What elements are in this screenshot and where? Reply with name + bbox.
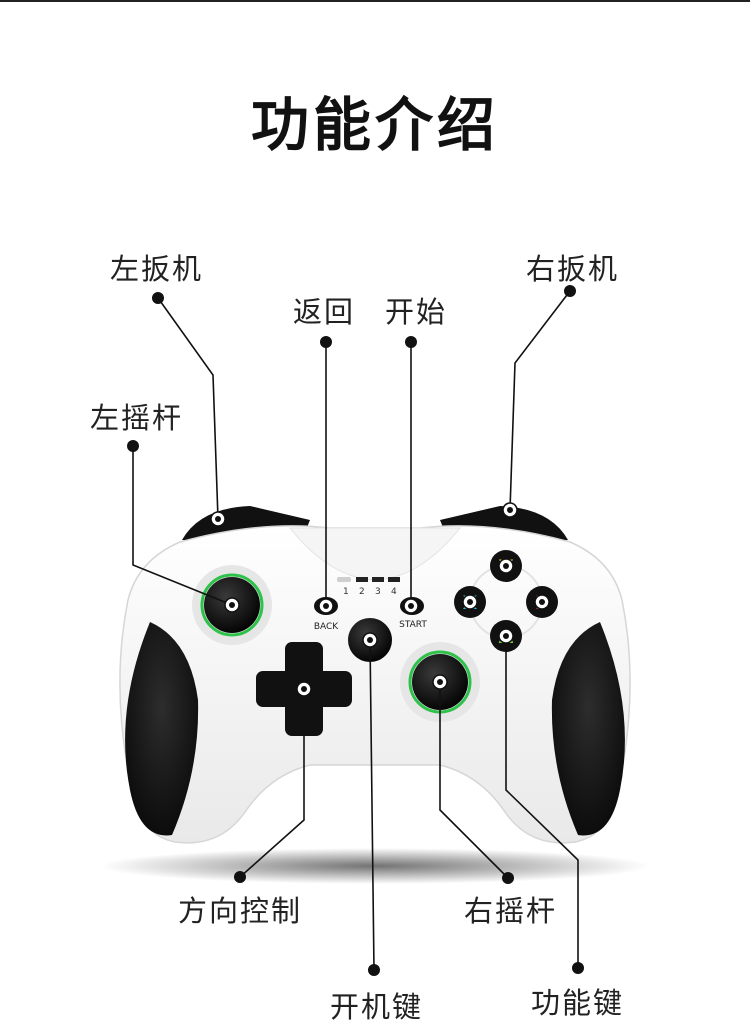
start-button-label: START <box>399 620 427 630</box>
anchor-dot <box>572 962 584 974</box>
target-marker <box>296 681 312 697</box>
anchor-dot <box>152 292 164 304</box>
target-marker <box>403 598 419 614</box>
page-title: 功能介绍 <box>250 91 499 159</box>
target-marker <box>498 628 514 644</box>
label-start: 开始 <box>385 295 448 329</box>
left-grip <box>125 622 199 836</box>
leader-dpad <box>239 689 305 878</box>
led-indicator <box>356 577 368 582</box>
leader-lines <box>132 290 579 971</box>
anchor-dot <box>234 871 246 883</box>
label-left-trigger: 左扳机 <box>110 252 204 286</box>
label-right-stick: 右摇杆 <box>464 894 558 928</box>
led-number: 2 <box>359 587 365 597</box>
controller-shadow <box>100 848 650 884</box>
leader-right-stick <box>439 682 509 879</box>
led-number: 3 <box>375 587 381 597</box>
label-power: 开机键 <box>330 990 424 1024</box>
label-dpad: 方向控制 <box>178 894 303 928</box>
target-marker <box>362 632 378 648</box>
leader-right-trigger <box>509 290 571 511</box>
leader-left-trigger <box>157 297 219 520</box>
back-button-label: BACK <box>314 622 339 632</box>
leader-left-stick <box>132 446 233 606</box>
target-marker <box>502 502 518 518</box>
anchor-dot <box>502 872 514 884</box>
label-left-stick: 左摇杆 <box>90 401 184 435</box>
led-indicator <box>372 577 384 582</box>
right-grip <box>551 622 625 836</box>
target-marker <box>210 511 226 527</box>
anchor-dot <box>405 336 417 348</box>
label-back: 返回 <box>293 295 356 329</box>
target-marker <box>462 594 478 610</box>
label-right-trigger: 右扳机 <box>526 252 620 286</box>
target-marker <box>432 674 448 690</box>
anchor-dot <box>564 285 576 297</box>
left-stick-ring <box>200 573 264 637</box>
led-indicator <box>388 577 400 582</box>
leader-power <box>369 639 375 971</box>
led-number: 4 <box>391 587 397 597</box>
target-marker <box>224 597 240 613</box>
target-marker <box>318 598 334 614</box>
anchor-dot <box>368 964 380 976</box>
anchor-dot <box>127 440 139 452</box>
led-number: 1 <box>343 587 349 597</box>
label-function: 功能键 <box>531 986 625 1020</box>
top-divider <box>0 0 750 2</box>
anchor-dot <box>320 336 332 348</box>
target-marker <box>534 594 550 610</box>
target-marker <box>498 558 514 574</box>
leader-function <box>505 636 579 968</box>
led-indicator <box>337 577 351 582</box>
